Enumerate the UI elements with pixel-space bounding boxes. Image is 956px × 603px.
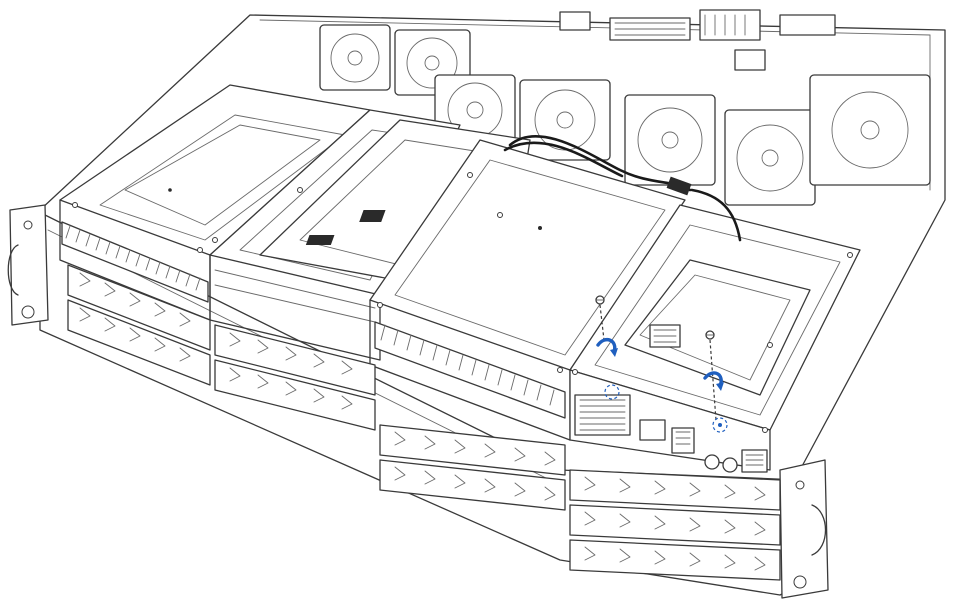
screw-icon: [595, 295, 717, 421]
rotate-arrow-icon: [596, 337, 724, 391]
front-drive-bays: [67, 264, 781, 581]
left-drive-cage: [59, 84, 371, 321]
signal-cable: [503, 134, 742, 242]
screw-hole-marker-icon: [604, 384, 728, 433]
io-cage: [569, 204, 861, 473]
motherboard-connectors: [559, 9, 836, 71]
right-drive-cage: [369, 139, 686, 441]
right-rack-ear: [779, 459, 829, 599]
left-rack-ear: [7, 204, 49, 326]
